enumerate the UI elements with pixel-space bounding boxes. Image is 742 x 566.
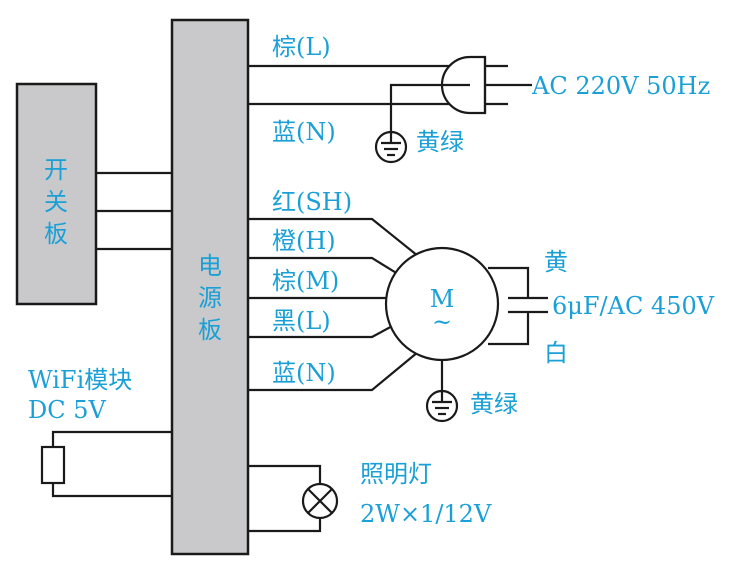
motor-wire-label-h: 橙(H) xyxy=(272,227,336,255)
power-board-label-char-3: 板 xyxy=(198,316,222,344)
lamp-cross-2 xyxy=(307,488,333,514)
switch-board-block xyxy=(15,82,98,306)
wifi-wire-bottom xyxy=(51,483,172,498)
cap-wire-bottom-label: 白 xyxy=(544,339,568,367)
neutral-wire-label: 蓝(N) xyxy=(272,118,336,146)
motor-wire-sh xyxy=(248,217,419,257)
lamp-wire-bottom xyxy=(248,518,322,533)
motor-ground-label: 黄绿 xyxy=(470,390,518,418)
motor-wire-n xyxy=(248,351,419,392)
wifi-wire-top xyxy=(51,430,172,447)
motor-wire-l xyxy=(248,323,397,339)
power-board-block xyxy=(170,18,250,556)
wifi-module-resistor xyxy=(40,445,66,485)
cap-wire-top xyxy=(488,266,530,298)
live-wire-label: 棕(L) xyxy=(272,33,331,61)
motor-wire-label-n: 蓝(N) xyxy=(272,359,336,387)
motor-wire-label-l: 黑(L) xyxy=(272,307,331,335)
motor-symbol-letter: M xyxy=(430,285,455,313)
lamp-wire-top xyxy=(248,464,322,484)
mains-label: AC 220V 50Hz xyxy=(531,72,710,100)
wifi-label-line-2: DC 5V xyxy=(28,396,107,424)
lamp-label-line-2: 2W×1/12V xyxy=(360,500,492,528)
switch-board-label-char-3: 板 xyxy=(44,220,68,248)
cap-wire-bottom xyxy=(488,312,530,346)
power-board-label-char-1: 电 xyxy=(198,252,222,280)
switch-board-label-char-2: 关 xyxy=(44,188,68,216)
cap-wire-top-label: 黄 xyxy=(544,248,568,276)
lamp-label-line-1: 照明灯 xyxy=(360,460,432,488)
motor-symbol-tilde: ~ xyxy=(432,308,452,336)
capacitor-label: 6μF/AC 450V xyxy=(552,292,715,320)
switch-board-label-char-1: 开 xyxy=(44,156,68,184)
power-board-label-char-2: 源 xyxy=(198,284,222,312)
plug-ground-wire xyxy=(389,83,470,132)
motor-wire-h xyxy=(248,256,399,275)
plug-ground-label: 黄绿 xyxy=(416,128,464,156)
motor-wire-label-sh: 红(SH) xyxy=(272,188,352,216)
wifi-label-line-1: WiFi模块 xyxy=(28,366,132,394)
motor-wire-label-m: 棕(M) xyxy=(272,267,339,295)
